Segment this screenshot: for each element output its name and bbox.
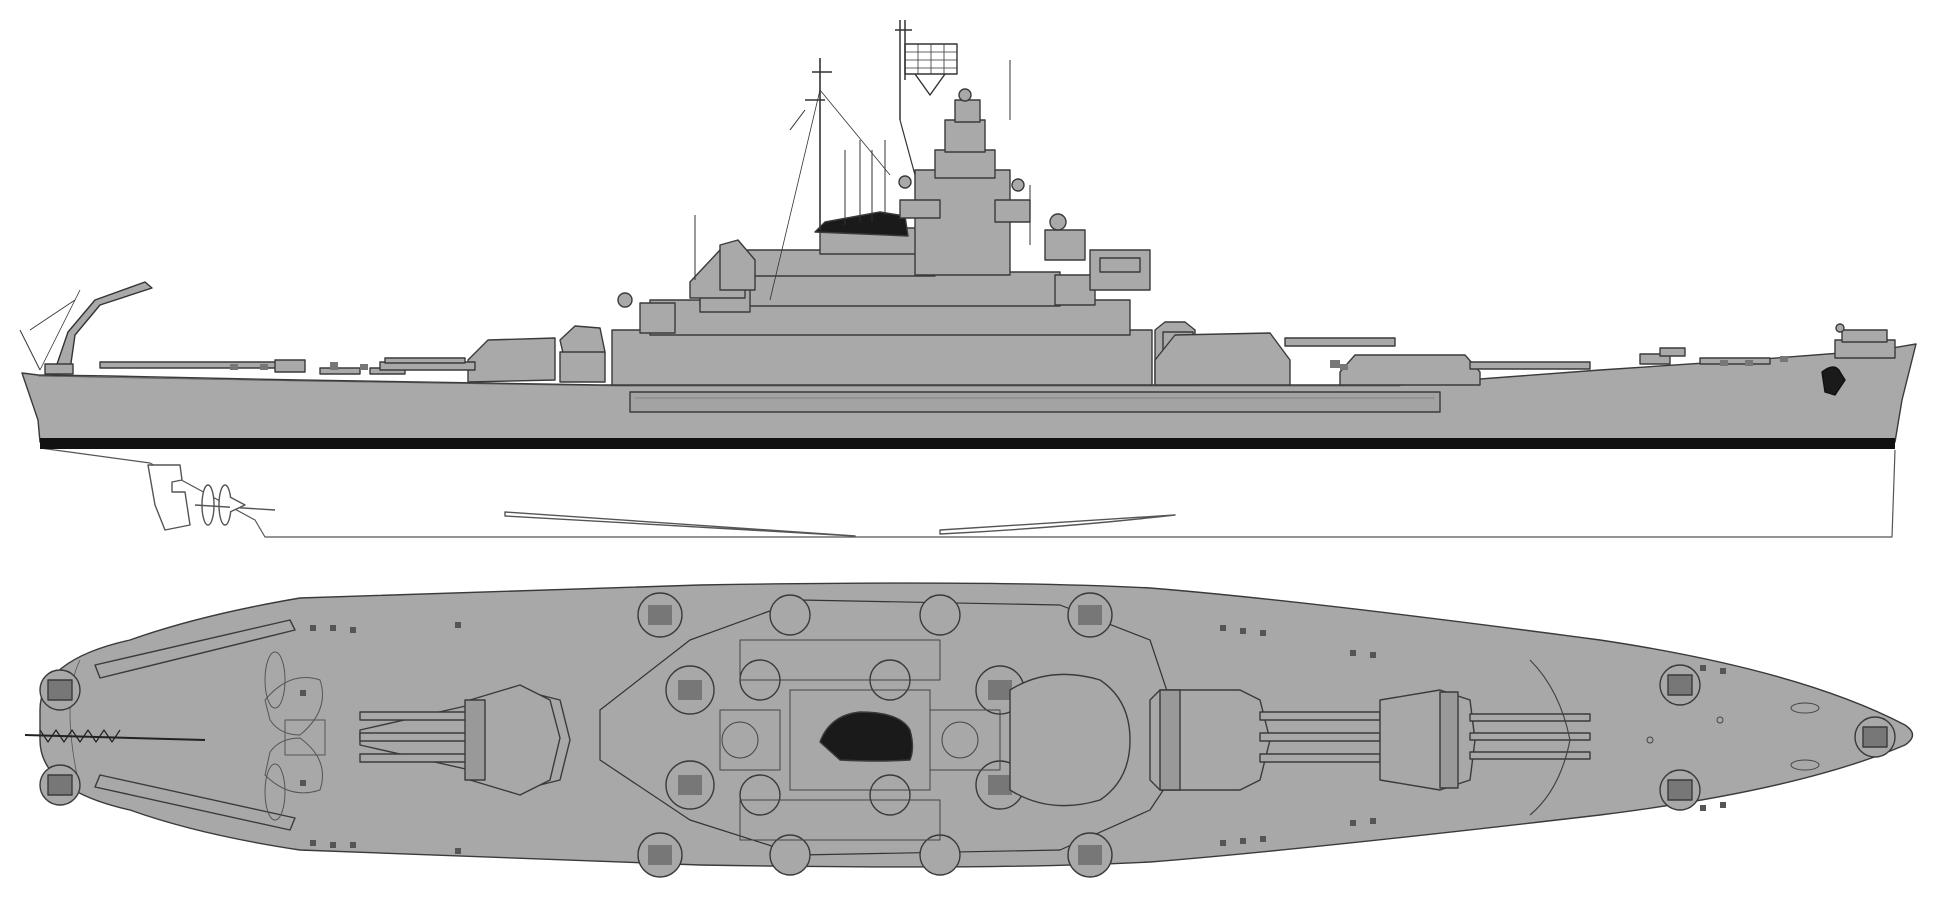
secondary-gun-barrels — [648, 605, 1102, 865]
profile-view — [19, 20, 1917, 538]
stern-catapults — [94, 619, 296, 831]
funnel-plan — [819, 711, 914, 762]
bow-fittings — [1646, 702, 1820, 771]
underwater-hull-outline — [39, 447, 1896, 538]
bow-aa-tubs — [1659, 664, 1896, 811]
superstructure — [611, 227, 1153, 386]
stern-crane-plan — [24, 729, 206, 743]
stern-aa-tubs — [39, 669, 81, 806]
aft-funnel — [814, 211, 909, 237]
aa-mounts-profile — [230, 356, 1788, 370]
anchor — [1821, 366, 1846, 396]
propellers — [194, 484, 276, 526]
whip-antennas — [694, 60, 1031, 280]
aft-secondary-mount — [559, 325, 606, 383]
deck-edge — [37, 375, 1400, 387]
boot-topping — [40, 438, 1895, 449]
turret-3-profile — [379, 337, 556, 383]
turret-1-profile — [1339, 354, 1591, 386]
rudder — [147, 464, 191, 531]
secondary-directors — [617, 213, 1151, 334]
main-deck — [39, 582, 1914, 868]
forecastle-fittings — [1639, 323, 1896, 365]
plan-view — [24, 582, 1914, 878]
bilge-keel-1 — [504, 511, 856, 537]
aa-mounts-plan — [300, 622, 1726, 854]
foremast — [895, 20, 916, 176]
breakwater — [1529, 659, 1571, 816]
turret-2-profile — [1154, 332, 1396, 386]
mainmast — [769, 58, 891, 301]
turret-1-plan — [1379, 689, 1591, 791]
quarterdeck-fittings — [44, 359, 406, 375]
forward-bridge-plan — [1009, 673, 1131, 807]
armor-belt — [629, 391, 1441, 413]
turret-3-plan — [359, 684, 571, 796]
search-radar-antenna — [904, 43, 958, 96]
forward-tower — [898, 88, 1031, 276]
superstructure-details — [719, 639, 1001, 841]
propeller-outlines — [264, 651, 326, 821]
stern-crane — [19, 281, 153, 371]
bilge-keel-2 — [939, 514, 1176, 535]
